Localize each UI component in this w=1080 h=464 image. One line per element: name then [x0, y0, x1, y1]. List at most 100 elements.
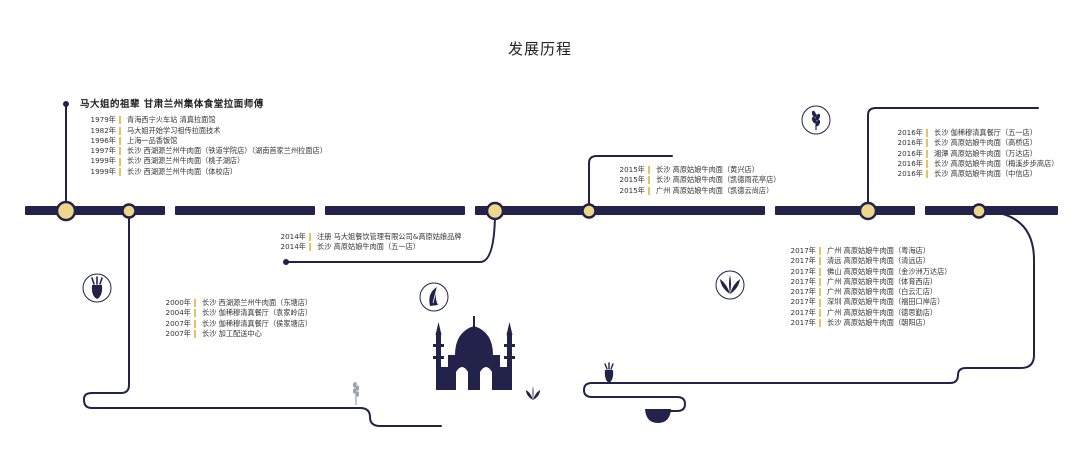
entry-year: 2017年 — [790, 318, 816, 328]
entry-year: 1979年 — [90, 115, 116, 125]
entry-accent-bar — [119, 126, 121, 135]
wheat-icon — [801, 105, 831, 135]
page-title: 发展历程 — [507, 40, 572, 58]
milestone-marker-2014 — [485, 201, 505, 221]
timeline-entry: 2015年长沙 高原姑娘牛肉面（黄兴店） — [609, 165, 780, 175]
entry-accent-bar — [648, 176, 650, 185]
entry-text: 广州 高原姑娘牛肉面（粤海店） — [827, 246, 930, 255]
entry-text: 广州 高原姑娘牛肉面（体育西店） — [827, 276, 938, 286]
entry-accent-bar — [819, 247, 821, 256]
entry-year: 1999年 — [90, 156, 116, 166]
entry-text: 长沙 西湖源兰州牛肉面（铁道学院店）（湖南首家兰州拉面店） — [127, 146, 327, 156]
entry-year: 2016年 — [897, 138, 923, 148]
entry-accent-bar — [119, 147, 121, 156]
connector-2014 — [285, 210, 496, 263]
entry-accent-bar — [194, 319, 196, 328]
milestone-marker-2017 — [971, 203, 987, 219]
connector-2000 — [83, 210, 442, 427]
timeline-entry: 2014年注册 马大姐餐饮管理有限公司&高原姑娘品牌 — [270, 232, 461, 242]
milestone-marker-1979 — [55, 200, 77, 222]
plant-icon — [715, 270, 745, 300]
entry-list: 2000年长沙 西湖源兰州牛肉面（东塘店）2004年长沙 伽稀穆清真餐厅（袁家岭… — [155, 298, 312, 339]
connector-end-dot — [63, 101, 69, 107]
entry-accent-bar — [648, 166, 650, 175]
entry-accent-bar — [819, 319, 821, 328]
small-plant-icon — [526, 386, 540, 400]
timeline-entry: 2017年 长沙 高原姑娘牛肉面（朝阳店） — [780, 318, 951, 328]
entry-year: 2017年 — [790, 307, 816, 317]
entry-accent-bar — [194, 330, 196, 339]
timeline-entry: 2017年 佛山 高原姑娘牛肉面（金沙洲万达店） — [780, 267, 951, 277]
timeline-axis — [25, 206, 1058, 215]
entry-accent-bar — [309, 233, 311, 242]
timeline-entry: 2017年 清远 高原姑娘牛肉面（清远店） — [780, 256, 951, 266]
entry-text: 广州 高原姑娘牛肉面（凯德云尚店） — [656, 185, 774, 195]
entry-text: 清远 高原姑娘牛肉面（清远店） — [827, 256, 930, 266]
entry-accent-bar — [926, 149, 928, 158]
entry-year: 2007年 — [165, 328, 191, 338]
entry-year: 2016年 — [897, 158, 923, 168]
milestone-block-2000: 2000年长沙 西湖源兰州牛肉面（东塘店）2004年长沙 伽稀穆清真餐厅（袁家岭… — [155, 298, 312, 339]
timeline-entry: 1982年马大姐开始学习祖传拉面技术 — [80, 126, 327, 136]
entry-text: 青海西宁火车站 清真拉面馆 — [127, 115, 216, 125]
entry-year: 2017年 — [790, 297, 816, 307]
entry-text: 长沙 高原姑娘牛肉面（梅溪步步高店） — [934, 158, 1059, 168]
milestone-marker-2000 — [121, 203, 137, 219]
entry-accent-bar — [819, 257, 821, 266]
entry-year: 1997年 — [90, 146, 116, 156]
entry-text: 广州 高原姑娘牛肉面（白云汇店） — [827, 287, 938, 297]
timeline-entry: 2017年深圳 高原姑娘牛肉面（福田口岸店） — [780, 297, 951, 307]
entry-text: 长沙 高原姑娘牛肉面（朝阳店） — [827, 318, 930, 328]
small-wheat-icon — [353, 382, 359, 405]
entry-year: 2014年 — [280, 242, 306, 252]
entry-accent-bar — [926, 139, 928, 148]
entry-list: 2016年长沙 伽稀穆清真餐厅（五一店）2016年长沙 高原姑娘牛肉面（高桥店）… — [887, 128, 1058, 179]
timeline-entry: 2016年长沙 伽稀穆清真餐厅（五一店） — [887, 128, 1058, 138]
entry-year: 2017年 — [790, 266, 816, 276]
milestone-block-2015: 2015年长沙 高原姑娘牛肉面（黄兴店）2015年长沙 高原姑娘牛肉面（凯德雨花… — [609, 165, 780, 196]
entry-accent-bar — [119, 157, 121, 166]
entry-text: 长沙 伽稀穆清真餐厅（侯家塘店） — [202, 318, 313, 328]
entry-text: 湘潭 高原姑娘牛肉面（万达店） — [934, 148, 1037, 158]
entry-accent-bar — [819, 278, 821, 287]
connector-2016 — [867, 107, 1039, 212]
entry-text: 长沙 高原姑娘牛肉面（高桥店） — [934, 138, 1037, 148]
heading-text: 马大姐的祖辈 甘肃兰州集体食堂拉面师傅 — [80, 99, 264, 110]
entry-text: 长沙 高原姑娘牛肉面（凯德雨花亭店） — [656, 175, 781, 185]
timeline-entry: 2017年 广州 高原姑娘牛肉面（白云汇店） — [780, 287, 951, 297]
milestone-block-2017: 2017年广州 高原姑娘牛肉面（粤海店）2017年清远 高原姑娘牛肉面（清远店）… — [780, 246, 951, 328]
entry-text: 马大姐开始学习祖传拉面技术 — [127, 125, 221, 135]
milestone-block-2016: 2016年长沙 伽稀穆清真餐厅（五一店）2016年长沙 高原姑娘牛肉面（高桥店）… — [887, 128, 1058, 179]
entry-text: 上海一品香饭馆 — [127, 135, 178, 145]
timeline-entry: 1997年 长沙 西湖源兰州牛肉面（铁道学院店）（湖南首家兰州拉面店） — [80, 146, 327, 156]
mosque-icon — [433, 316, 515, 390]
entry-accent-bar — [119, 137, 121, 146]
entry-year: 2015年 — [619, 175, 645, 185]
entry-accent-bar — [194, 309, 196, 318]
entry-text: 长沙 高原姑娘牛肉面（五一店） — [317, 242, 420, 252]
entry-year: 2017年 — [790, 246, 816, 255]
entry-year: 2017年 — [790, 276, 816, 286]
timeline-entry: 1999年长沙 西湖源兰州牛肉面（体校店） — [80, 167, 327, 177]
entry-year: 2017年 — [790, 256, 816, 266]
entry-accent-bar — [926, 160, 928, 169]
timeline-entry: 2015年 长沙 高原姑娘牛肉面（凯德雨花亭店） — [609, 175, 780, 185]
entry-text: 佛山 高原姑娘牛肉面（金沙洲万达店） — [827, 266, 952, 276]
entry-text: 长沙 伽稀穆清真餐厅（五一店） — [934, 128, 1037, 137]
timeline-entry: 2016年 长沙 高原姑娘牛肉面（梅溪步步高店） — [887, 159, 1058, 169]
entry-list: 2015年长沙 高原姑娘牛肉面（黄兴店）2015年长沙 高原姑娘牛肉面（凯德雨花… — [609, 165, 780, 196]
bowl-icon — [645, 409, 671, 423]
timeline-entry: 2016年 长沙 高原姑娘牛肉面（高桥店） — [887, 138, 1058, 148]
entry-year: 2017年 — [790, 287, 816, 297]
entry-text: 长沙 西湖源兰州牛肉面（桃子湖店） — [127, 156, 245, 166]
entry-year: 2004年 — [165, 308, 191, 318]
timeline-entry: 2014年 长沙 高原姑娘牛肉面（五一店） — [270, 242, 461, 252]
entry-year: 2014年 — [280, 232, 306, 241]
entry-accent-bar — [819, 298, 821, 307]
entry-accent-bar — [648, 186, 650, 195]
entry-year: 2015年 — [619, 165, 645, 174]
radish-icon — [82, 273, 112, 303]
